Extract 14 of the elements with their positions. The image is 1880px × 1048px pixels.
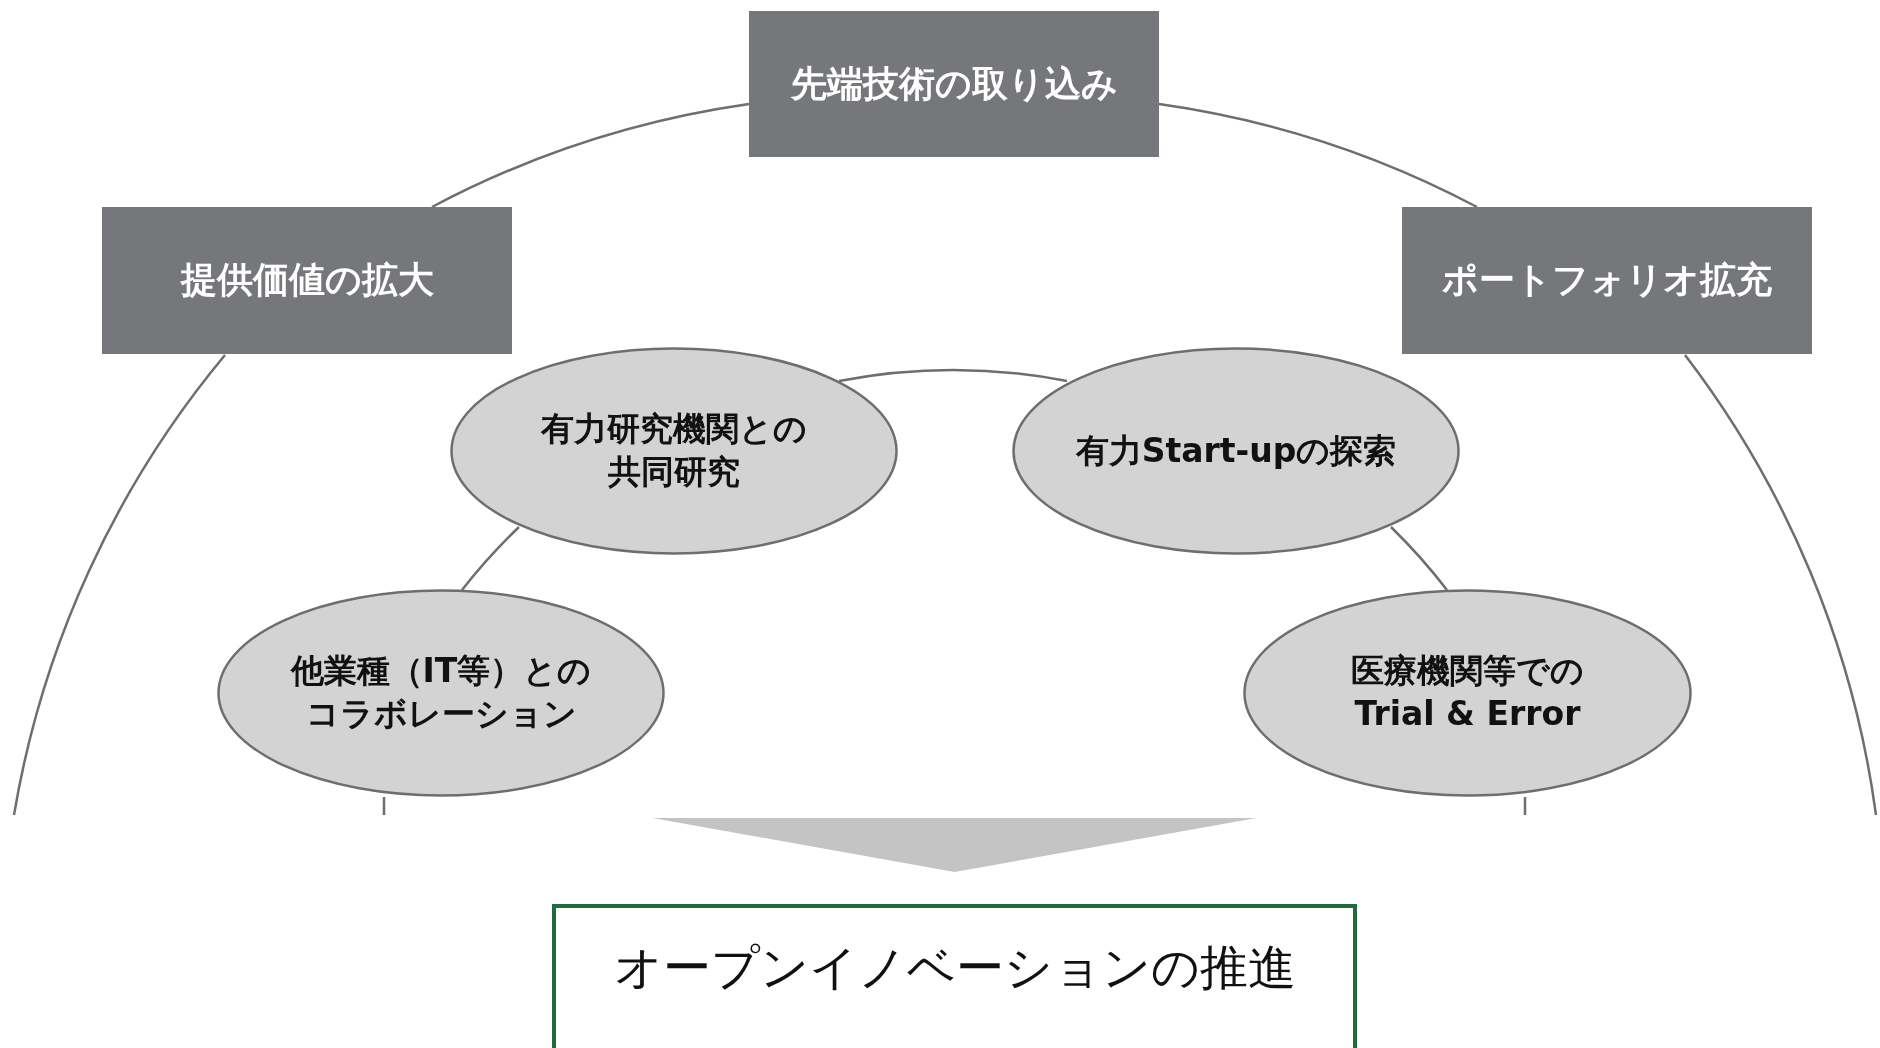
connector-line — [461, 526, 520, 591]
connector-line — [1390, 526, 1448, 591]
connector-line — [838, 368, 1068, 383]
topic-ellipse: 医療機関等での Trial & Error — [1243, 589, 1692, 797]
topic-ellipse: 他業種（IT等）とのコラボレーション — [217, 589, 665, 797]
topic-ellipse: 有力Start-upの探索 — [1012, 347, 1460, 555]
goal-box: オープンイノベーションの推進 — [552, 904, 1357, 1048]
chevron-arrow — [652, 818, 1257, 872]
connector-line — [431, 102, 750, 209]
heading-box: 提供価値の拡大 — [102, 207, 512, 354]
heading-box: ポートフォリオ拡充 — [1402, 207, 1812, 354]
heading-box: 先端技術の取り込み — [749, 11, 1159, 157]
topic-ellipse: 有力研究機関との共同研究 — [450, 347, 898, 555]
connector-line — [1158, 102, 1478, 209]
